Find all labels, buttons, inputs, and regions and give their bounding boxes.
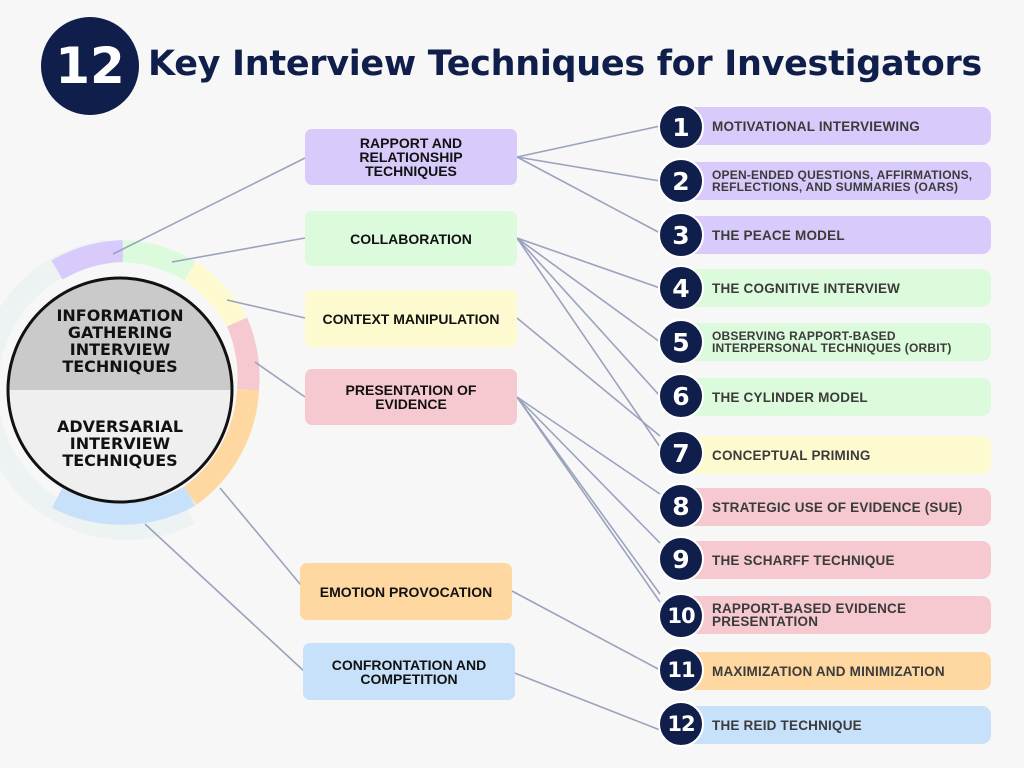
number-badge-9: 9	[658, 536, 704, 582]
technique-7: CONCEPTUAL PRIMING	[676, 436, 991, 474]
hub-line-collaboration	[171, 237, 306, 263]
ring-segment-blue	[51, 486, 196, 525]
technique-3: THE PEACE MODEL	[676, 216, 991, 254]
number-badge-5: 5	[658, 319, 704, 365]
number-badge-2: 2	[658, 158, 704, 204]
link-collab-6	[516, 237, 661, 397]
number-badge-4: 4	[658, 265, 704, 311]
category-emotion-provocation: EMOTION PROVOCATION	[300, 563, 512, 620]
link-emotion-11	[511, 590, 661, 671]
technique-2: OPEN-ENDED QUESTIONS, AFFIRMATIONS, REFL…	[676, 162, 991, 200]
category-rapport: RAPPORT AND RELATIONSHIP TECHNIQUES	[305, 129, 517, 185]
technique-4: THE COGNITIVE INTERVIEW	[676, 269, 991, 307]
hub-ring	[0, 239, 260, 540]
technique-6: THE CYLINDER MODEL	[676, 378, 991, 416]
hub-label-information-gathering: INFORMATION GATHERING INTERVIEW TECHNIQU…	[56, 306, 184, 376]
ring-segment-green	[122, 240, 196, 281]
ring-segment-background	[0, 239, 195, 540]
technique-10: RAPPORT-BASED EVIDENCE PRESENTATION	[676, 596, 991, 634]
link-collab-4	[516, 237, 661, 289]
hub-line-emotion	[219, 487, 306, 591]
link-context-7	[516, 317, 661, 437]
number-badge-11: 11	[658, 647, 704, 693]
link-confrontation-12	[511, 671, 661, 731]
number-badge-6: 6	[658, 373, 704, 419]
title-number-badge: 12	[41, 17, 139, 115]
number-badge-1: 1	[658, 104, 704, 150]
technique-12: THE REID TECHNIQUE	[676, 706, 991, 744]
link-evidence-8	[516, 396, 661, 495]
technique-8: STRATEGIC USE OF EVIDENCE (SUE)	[676, 488, 991, 526]
number-badge-12: 12	[658, 701, 704, 747]
category-context-manipulation: CONTEXT MANIPULATION	[305, 290, 517, 347]
link-evidence-9	[516, 396, 661, 544]
ring-segment-pink	[226, 317, 260, 391]
category-confrontation: CONFRONTATION AND COMPETITION	[303, 643, 515, 700]
ring-segment-orange	[183, 389, 259, 505]
hub-line-rapport	[112, 157, 306, 255]
link-rapport-2	[516, 156, 661, 182]
ring-segment-yellow	[183, 261, 247, 328]
number-badge-7: 7	[658, 430, 704, 476]
page-title: Key Interview Techniques for Investigato…	[148, 44, 982, 84]
hub-line-context	[226, 299, 306, 319]
number-badge-8: 8	[658, 483, 704, 529]
number-badge-10: 10	[658, 593, 704, 639]
link-rapport-1	[516, 125, 661, 158]
hub-line-evidence	[254, 361, 306, 398]
technique-1: MOTIVATIONAL INTERVIEWING	[676, 107, 991, 145]
link-collab-5	[516, 237, 661, 343]
hub-line-confrontation	[144, 523, 306, 673]
category-presentation-of-evidence: PRESENTATION OF EVIDENCE	[305, 369, 517, 425]
category-collaboration: COLLABORATION	[305, 211, 517, 266]
link-rapport-3	[516, 156, 661, 234]
technique-9: THE SCHARFF TECHNIQUE	[676, 541, 991, 579]
technique-11: MAXIMIZATION AND MINIMIZATION	[676, 652, 991, 690]
hub-label-adversarial: ADVERSARIAL INTERVIEW TECHNIQUES	[56, 417, 184, 470]
number-badge-3: 3	[658, 212, 704, 258]
link-evidence-11	[516, 396, 661, 603]
link-collab-7	[516, 237, 661, 448]
technique-5: OBSERVING RAPPORT-BASED INTERPERSONAL TE…	[676, 323, 991, 361]
